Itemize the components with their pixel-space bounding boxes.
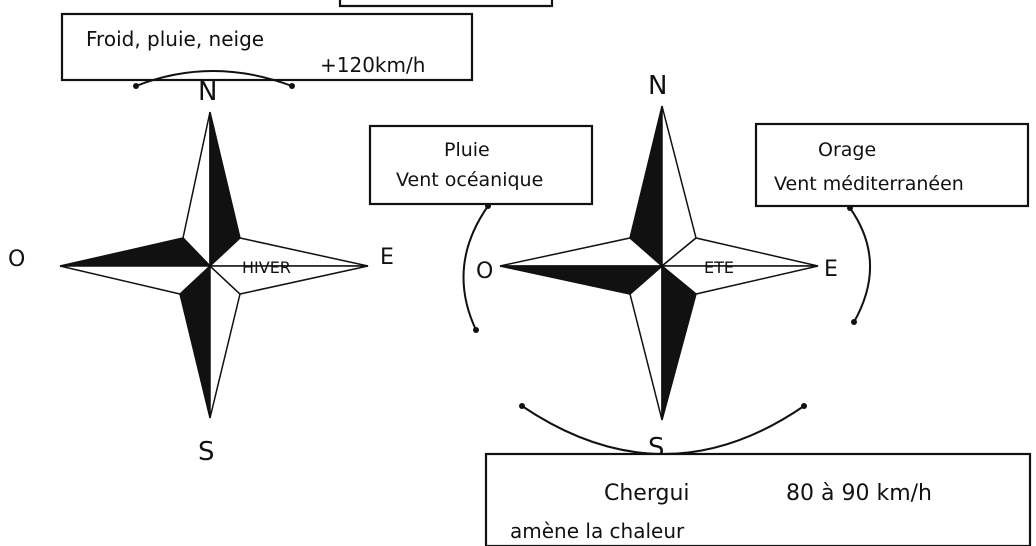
summer-west-line2: Vent océanique (396, 169, 543, 191)
summer-south-line1-right: 80 à 90 km/h (786, 481, 932, 506)
summer-west-box (368, 124, 594, 206)
winter-arc-end-right (289, 83, 295, 89)
summer-west-arc-end-top (485, 203, 491, 209)
summer-east-line2: Vent méditerranéen (774, 173, 964, 195)
summer-compass: Pluie Vent océanique Orage Vent méditerr… (368, 71, 1032, 546)
summer-east-arc-end-bottom (851, 319, 857, 325)
summer-south-arc-end-left (519, 403, 525, 409)
winter-compass: Froid, pluie, neige +120km/h HIVER N S O… (8, 12, 474, 467)
summer-south-line1-left: Chergui (604, 481, 690, 506)
winter-west-arm-bottom (59, 265, 212, 295)
summer-east-arc-end-top (847, 205, 853, 211)
winter-label-s: S (198, 437, 215, 467)
summer-east-arm-bottom (659, 265, 819, 295)
summer-label-n: N (648, 71, 667, 101)
summer-west-arc (462, 205, 489, 331)
winter-arc-end-left (133, 83, 139, 89)
winter-box-line1: Froid, pluie, neige (86, 27, 264, 51)
summer-east-arc (849, 207, 871, 323)
summer-west-line1: Pluie (444, 139, 490, 161)
summer-south-box (484, 452, 1032, 546)
winter-wind-box (60, 12, 474, 82)
summer-south-line2: amène la chaleur (510, 519, 685, 543)
summer-south-arc-end-right (801, 403, 807, 409)
summer-east-line1: Orage (818, 139, 876, 161)
winter-west-arm-top (59, 237, 212, 267)
winter-center-label: HIVER (242, 258, 291, 277)
top-box-remnant (338, 0, 554, 8)
summer-east-box (754, 122, 1030, 208)
winter-label-e: E (380, 245, 394, 270)
summer-label-o: O (476, 259, 493, 284)
summer-label-e: E (824, 257, 838, 282)
summer-west-arm-bottom (499, 265, 664, 295)
winter-box-line2: +120km/h (320, 53, 425, 77)
summer-west-arc-end-bottom (473, 327, 479, 333)
winter-label-o: O (8, 247, 25, 272)
winter-east-arm-bottom (208, 265, 369, 295)
winter-label-n: N (198, 77, 217, 107)
winter-north-arc (135, 70, 293, 87)
summer-center-label: ETE (704, 258, 734, 277)
